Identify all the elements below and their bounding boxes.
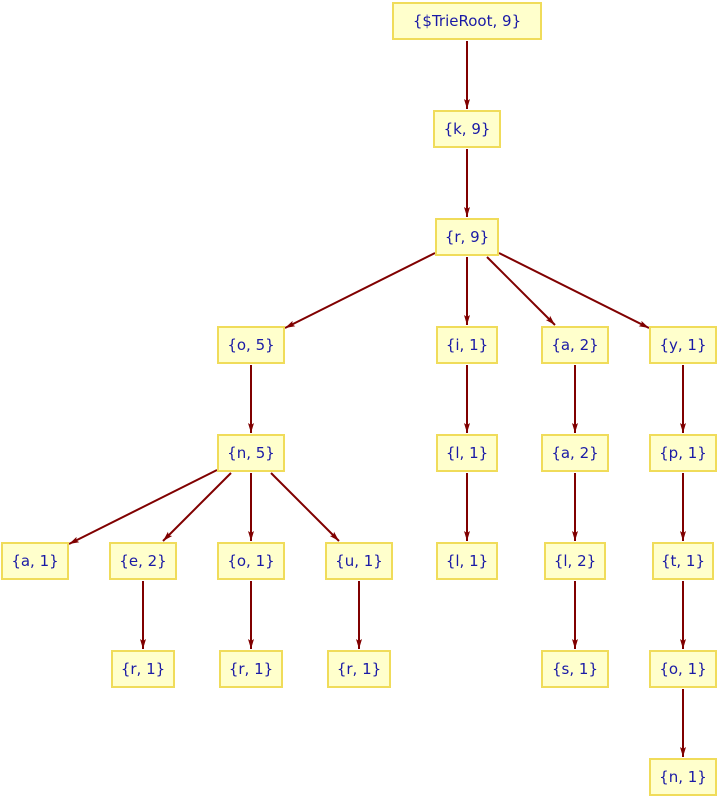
tree-node: {o, 1} [649,650,717,688]
tree-node: {o, 5} [217,326,285,364]
tree-node: {t, 1} [652,542,714,580]
tree-node: {s, 1} [541,650,609,688]
tree-node: {i, 1} [436,326,498,364]
edge [284,252,436,329]
tree-node: {r, 1} [111,650,175,688]
edge [270,472,340,542]
tree-node: {a, 1} [1,542,69,580]
tree-node: {l, 1} [436,542,498,580]
tree-node: {o, 1} [217,542,285,580]
edge [498,252,650,329]
tree-node: {y, 1} [649,326,717,364]
tree-node: {n, 1} [649,758,717,796]
tree-node: {a, 2} [541,434,609,472]
edge [162,472,232,542]
tree-node: {$TrieRoot, 9} [392,2,542,40]
edge [68,469,218,545]
tree-node: {k, 9} [433,110,501,148]
tree-node: {n, 5} [217,434,285,472]
tree-node: {e, 2} [109,542,177,580]
tree-node: {a, 2} [541,326,609,364]
tree-node: {p, 1} [649,434,717,472]
tree-node: {u, 1} [325,542,393,580]
tree-node: {r, 9} [435,218,499,256]
edge [486,256,556,326]
tree-node: {l, 1} [436,434,498,472]
tree-node: {r, 1} [327,650,391,688]
tree-node: {r, 1} [219,650,283,688]
tree-node: {l, 2} [544,542,606,580]
